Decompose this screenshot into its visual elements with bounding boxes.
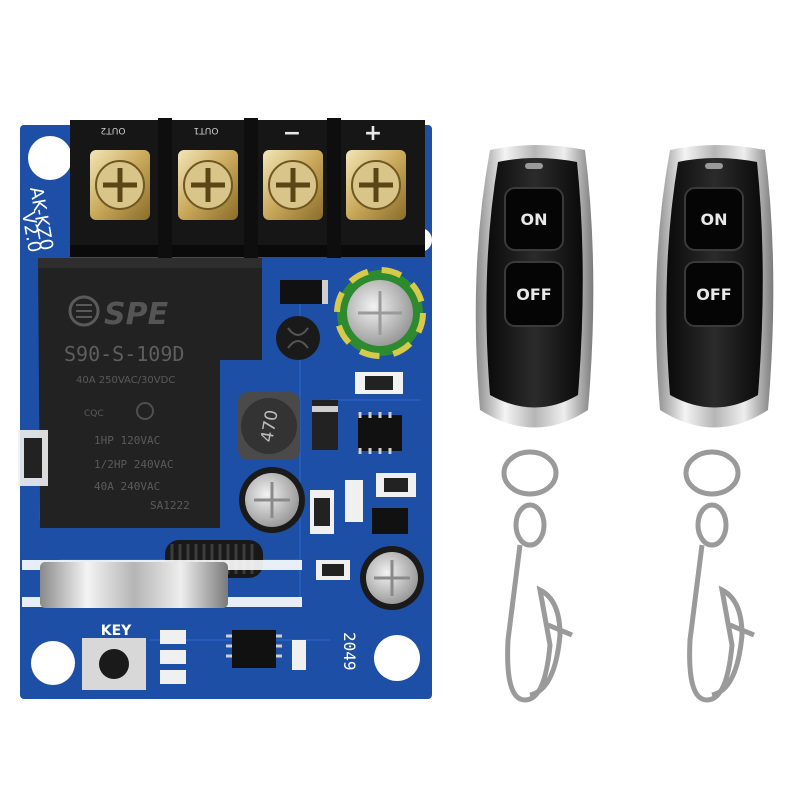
remote-2-on-button[interactable]: ON <box>684 187 744 251</box>
relay-rating: 40A 250VAC/30VDC <box>76 375 175 386</box>
terminal-label-plus: + <box>364 121 382 146</box>
mount-hole-top-left <box>28 136 72 180</box>
ic-chip-1 <box>358 412 402 454</box>
relay-code: SA1222 <box>150 499 190 512</box>
remote-1-off-label: OFF <box>516 285 551 304</box>
relay-brand: SPE <box>104 297 169 332</box>
receiver-board: AK-KZ0 V2.0 OUT2 OUT1 − + <box>17 118 432 699</box>
relay-line-1: 1HP 120VAC <box>94 434 160 447</box>
ic-chip-2 <box>226 630 282 668</box>
capacitor-silver <box>239 467 305 533</box>
transistor <box>372 508 408 534</box>
remote-2-keychain <box>683 449 755 703</box>
terminal-label-minus: − <box>283 121 301 146</box>
diode <box>280 280 328 304</box>
terminal-label-out2: OUT2 <box>101 125 126 135</box>
capacitor-bottom <box>360 546 424 610</box>
relay-line-2: 1/2HP 240VAC <box>94 458 173 471</box>
terminal-block: OUT2 OUT1 − + <box>70 118 425 258</box>
relay-cert: CQC <box>84 409 104 419</box>
key-button[interactable] <box>82 638 146 690</box>
relay-model: S90-S-109D <box>64 342 184 366</box>
remote-1: ON OFF <box>475 145 594 703</box>
key-label: KEY <box>101 623 132 639</box>
date-code: 2049 <box>340 632 359 671</box>
screw-minus <box>263 150 323 220</box>
inductor: 470 <box>238 392 300 460</box>
mount-hole-bottom-left <box>31 641 75 685</box>
relay-line-3: 40A 240VAC <box>94 480 160 493</box>
remote-1-on-button[interactable]: ON <box>504 187 564 251</box>
remote-2-off-button[interactable]: OFF <box>684 261 744 327</box>
mount-hole-bottom-right <box>374 635 420 681</box>
remote-2-off-label: OFF <box>696 285 731 304</box>
buzzer <box>276 316 320 360</box>
relay-logo-icon <box>68 295 100 327</box>
crystal-oscillator <box>22 560 302 608</box>
relay: SPE S90-S-109D 40A 250VAC/30VDC CQC 1HP … <box>38 258 262 528</box>
capacitor-green <box>334 267 426 359</box>
remote-1-keychain <box>501 449 573 703</box>
remote-2-on-label: ON <box>701 210 728 229</box>
screw-out1 <box>178 150 238 220</box>
screw-plus <box>346 150 406 220</box>
remote-2: ON OFF <box>655 145 774 703</box>
terminal-label-out1: OUT1 <box>194 125 219 135</box>
remote-1-on-label: ON <box>521 210 548 229</box>
screw-out2 <box>90 150 150 220</box>
remote-1-off-button[interactable]: OFF <box>504 261 564 327</box>
